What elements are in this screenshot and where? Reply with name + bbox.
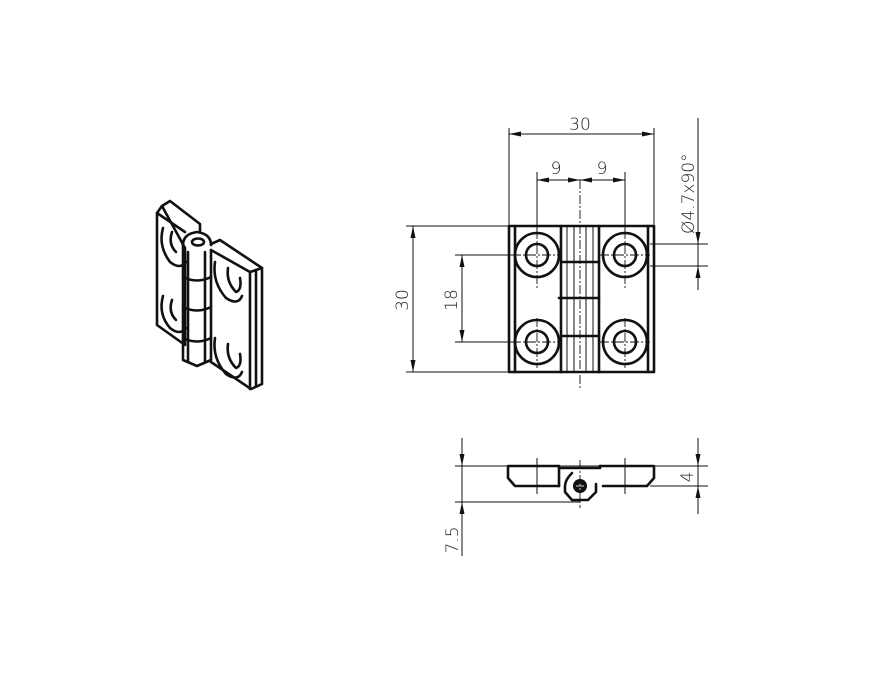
front-dimensions: 30 9 9 Ø4.7x90° 30 18 bbox=[393, 115, 708, 373]
dim-hole-offset-right: 9 bbox=[597, 159, 608, 179]
hole-top-left bbox=[513, 231, 561, 279]
dim-hole-spacing: 18 bbox=[442, 289, 462, 311]
front-view bbox=[507, 180, 656, 388]
dim-leaf-thickness: 4 bbox=[678, 472, 698, 483]
bottom-dimensions: 7.5 4 bbox=[443, 438, 708, 556]
dim-countersink: Ø4.7x90° bbox=[679, 153, 699, 234]
dim-knuckle-height: 7.5 bbox=[443, 526, 463, 553]
dim-overall-width: 30 bbox=[569, 115, 591, 135]
hole-top-right bbox=[601, 231, 649, 279]
isometric-view bbox=[155, 199, 264, 391]
dim-overall-height: 30 bbox=[393, 289, 413, 311]
dim-hole-offset-left: 9 bbox=[551, 159, 562, 179]
